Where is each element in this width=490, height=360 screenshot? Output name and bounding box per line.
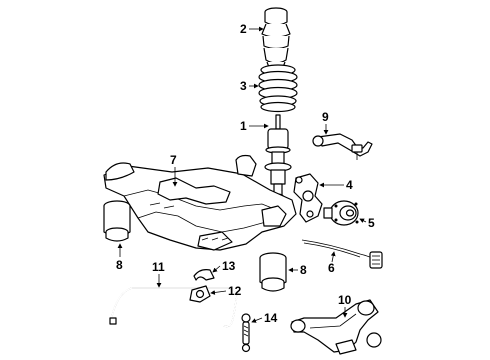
callout-label-14: 14 (264, 311, 278, 325)
callout-13: 13 (212, 259, 236, 273)
stabilizer-bushing-part (189, 285, 211, 303)
callout-label-10: 10 (338, 293, 352, 307)
callout-3: 3 (240, 79, 259, 93)
upper-control-arm-part (312, 133, 373, 160)
callout-6: 6 (328, 251, 336, 275)
callout-9: 9 (322, 110, 329, 135)
callout-8-right: 8 (288, 263, 307, 277)
callout-label-2: 2 (240, 22, 247, 36)
stabilizer-link-part (241, 313, 251, 353)
bump-stop-part (261, 7, 291, 73)
callout-label-11: 11 (152, 260, 165, 274)
callout-label-8-left: 8 (116, 258, 123, 272)
callout-label-8-right: 8 (300, 263, 307, 277)
bushing-left-part (103, 200, 131, 242)
callout-label-1: 1 (240, 119, 247, 133)
bushing-right-part (259, 252, 287, 292)
stabilizer-bar-part (109, 287, 238, 328)
callout-8-left: 8 (116, 243, 123, 272)
hub-bearing-part (323, 200, 359, 226)
callout-5: 5 (359, 216, 375, 230)
callout-label-4: 4 (346, 178, 353, 192)
callout-label-3: 3 (240, 79, 247, 93)
callout-4: 4 (319, 178, 353, 192)
steering-knuckle-part (293, 173, 323, 223)
callout-12: 12 (210, 284, 242, 298)
callout-10: 10 (338, 293, 352, 318)
abs-sensor-part (301, 239, 383, 269)
bushing-bracket-part (193, 269, 215, 281)
callout-14: 14 (251, 311, 278, 325)
callout-1: 1 (240, 119, 269, 133)
callout-7: 7 (170, 153, 178, 187)
callout-label-13: 13 (222, 259, 236, 273)
callout-11: 11 (152, 260, 165, 288)
callout-label-5: 5 (368, 216, 375, 230)
callout-2: 2 (240, 22, 264, 36)
callout-label-7: 7 (170, 153, 177, 167)
callout-label-9: 9 (322, 110, 329, 124)
lower-control-arm-part (290, 299, 382, 355)
callout-label-12: 12 (228, 284, 242, 298)
coil-spring-part (258, 64, 298, 113)
callout-label-6: 6 (328, 261, 335, 275)
